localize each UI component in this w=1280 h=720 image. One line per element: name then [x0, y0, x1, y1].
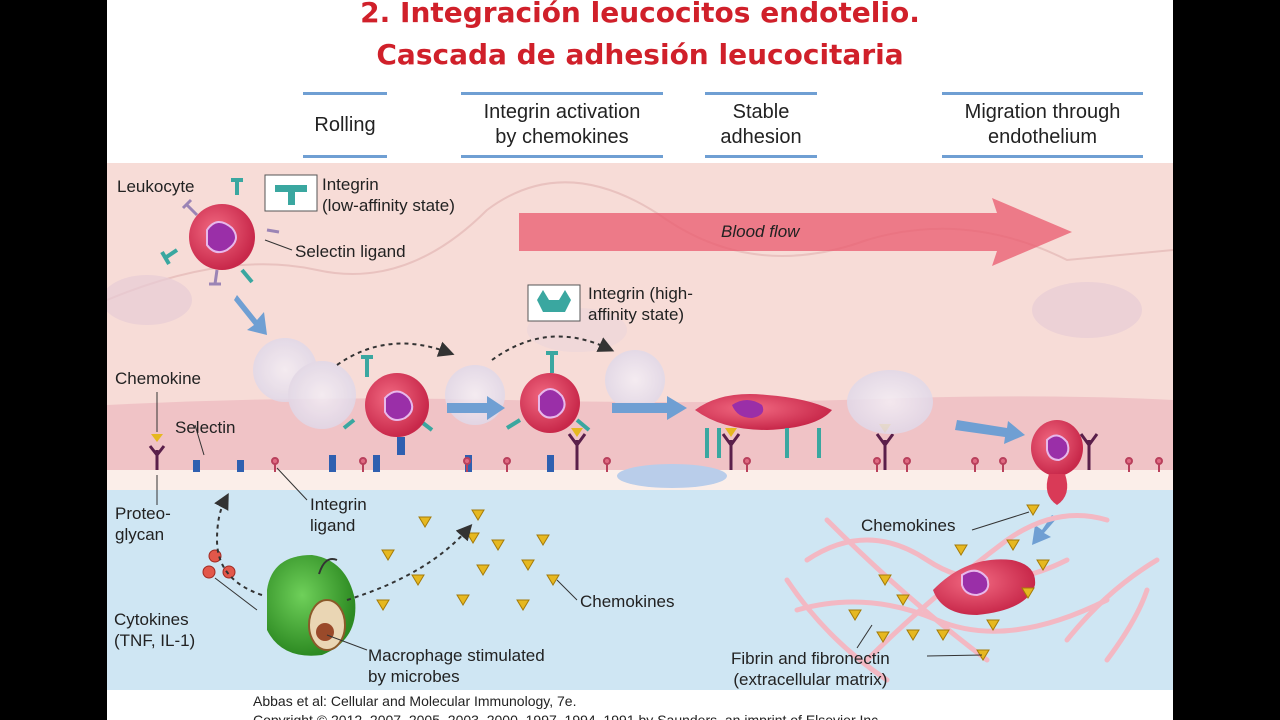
- stage-migration: Migration through endothelium: [942, 92, 1143, 158]
- integrin-high-affinity-legend: [527, 284, 581, 322]
- macrophage: [267, 555, 356, 656]
- leukocyte-stable-adhesion: [695, 394, 832, 458]
- stage-stable-adhesion: Stable adhesion: [705, 92, 817, 158]
- cytokine-molecules: [202, 549, 236, 579]
- endothelial-cell-nucleus: [617, 464, 727, 488]
- label-selectin: Selectin: [175, 418, 236, 437]
- proteoglycan-molecules: [148, 433, 1099, 470]
- stage-integrin-activation: Integrin activation by chemokines: [461, 92, 663, 158]
- flow-arrow-migration: [955, 420, 1025, 444]
- citation-line2: Copyright © 2012, 2007, 2005, 2003, 2000…: [253, 712, 883, 720]
- label-chemokines-bottom: Chemokines: [580, 592, 675, 611]
- slide-title-line2: Cascada de adhesión leucocitaria: [376, 38, 904, 71]
- flow-arrow-down: [234, 295, 267, 335]
- endothelial-nucleus: [107, 275, 192, 325]
- flow-arrow-right-2: [612, 396, 687, 420]
- citation-line1: Abbas et al: Cellular and Molecular Immu…: [253, 693, 577, 709]
- label-proteoglycan: Proteo- glycan: [115, 504, 171, 544]
- leukocyte-rolling: [342, 355, 434, 455]
- leukocyte-integrin-activation: [505, 351, 591, 433]
- label-integrin-ligand: Integrin ligand: [310, 495, 367, 535]
- leukocyte-adhesion-diagram: [107, 163, 1173, 690]
- label-integrin-low-affinity: Integrin (low-affinity state): [322, 175, 455, 215]
- blood-flow-arrow: [519, 198, 1072, 266]
- label-integrin-high-affinity: Integrin (high- affinity state): [588, 284, 693, 324]
- label-fibrin-fibronectin: Fibrin and fibronectin (extracellular ma…: [731, 649, 890, 689]
- label-selectin-ligand: Selectin ligand: [295, 242, 406, 261]
- label-pointers: [156, 239, 1030, 657]
- label-chemokines-tissue: Chemokines: [861, 516, 956, 535]
- label-chemokine: Chemokine: [115, 369, 201, 388]
- free-chemokines: [376, 504, 1050, 661]
- flow-arrow-into-tissue: [1032, 515, 1057, 545]
- integrin-low-affinity-legend: [264, 174, 318, 212]
- leukocyte-in-tissue: [933, 559, 1036, 615]
- flow-arrow-right-1: [447, 396, 505, 420]
- stage-rolling: Rolling: [303, 92, 387, 158]
- label-macrophage: Macrophage stimulated by microbes: [368, 646, 545, 686]
- integrin-ligands: [271, 457, 1163, 472]
- label-blood-flow: Blood flow: [721, 222, 800, 241]
- slide-title-line1: 2. Integración leucocitos endotelio.: [360, 0, 920, 29]
- leukocyte-initial: [160, 178, 280, 286]
- leukocyte-migrating: [1031, 420, 1083, 505]
- label-leukocyte: Leukocyte: [117, 177, 195, 196]
- endothelial-nucleus: [1032, 282, 1142, 338]
- signaling-arrows: [214, 335, 615, 601]
- slide: 2. Integración leucocitos endotelio. Cas…: [107, 0, 1173, 720]
- label-cytokines: Cytokines (TNF, IL-1): [114, 610, 196, 650]
